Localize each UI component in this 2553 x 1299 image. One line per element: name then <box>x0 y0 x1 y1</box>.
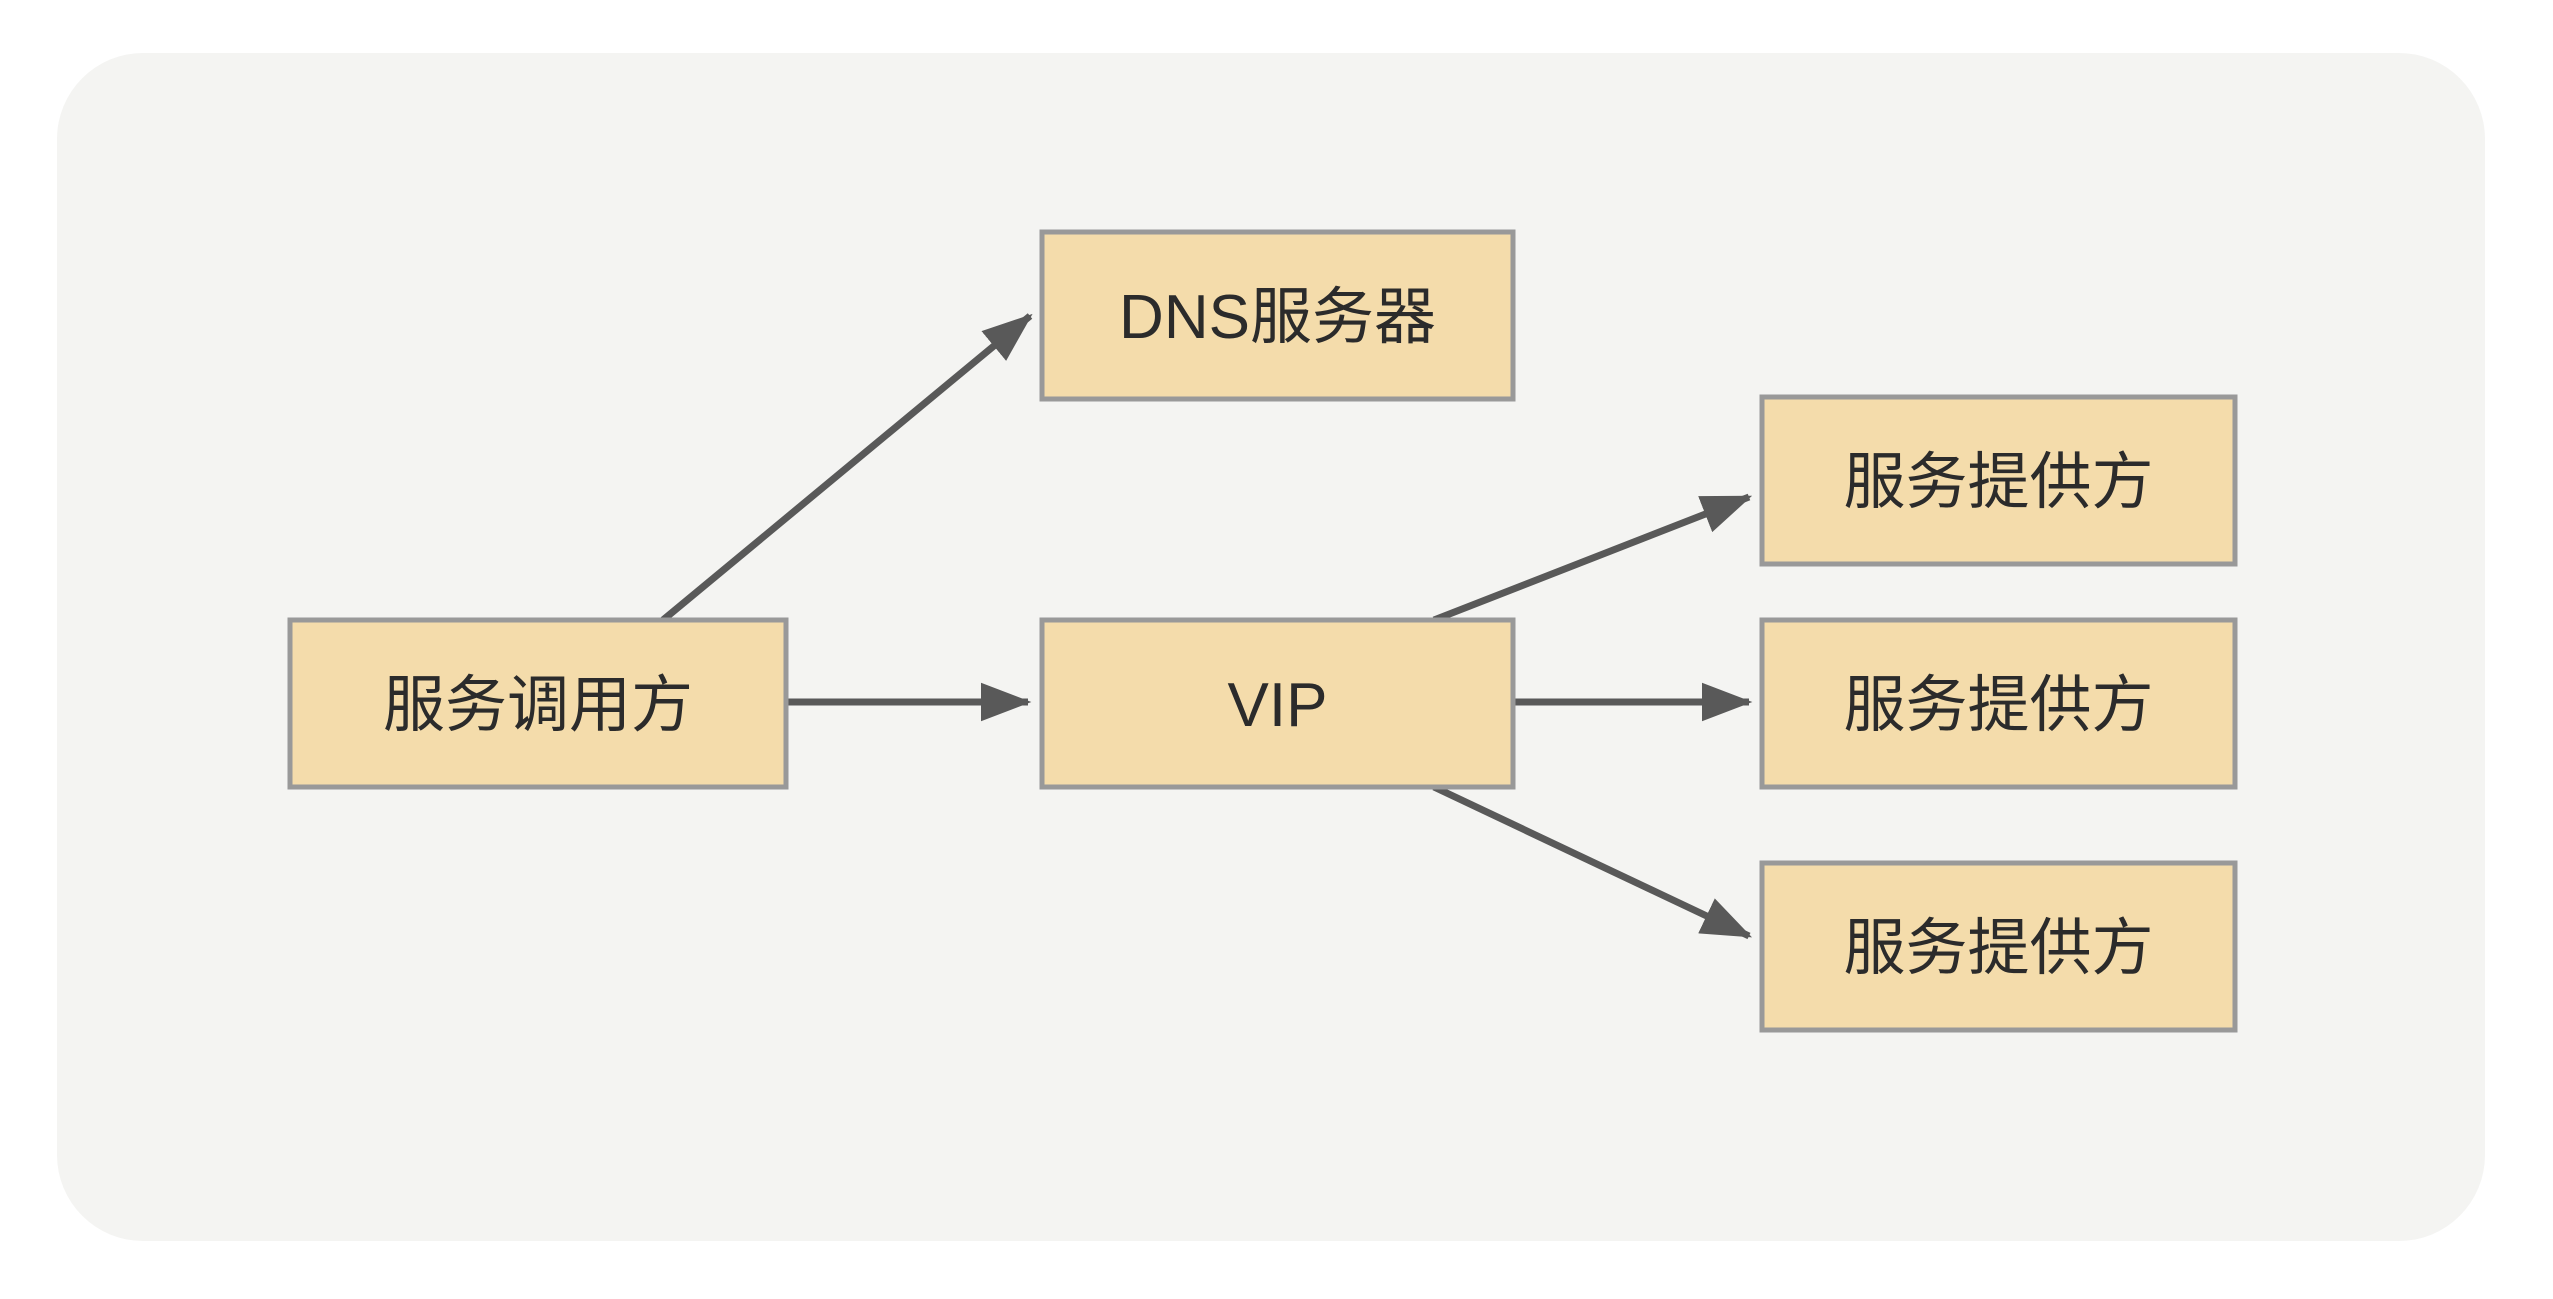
node-vip-label: VIP <box>1228 671 1328 740</box>
node-service-caller[interactable]: 服务调用方 <box>287 617 789 790</box>
node-provider2-label: 服务提供方 <box>1843 671 2153 740</box>
edges-layer <box>660 313 1753 940</box>
node-service-provider-1[interactable]: 服务提供方 <box>1759 394 2238 567</box>
edge-vip-to-provider3 <box>1432 783 1753 940</box>
node-provider2-rect[interactable] <box>1759 617 2238 790</box>
node-vip[interactable]: VIP <box>1039 617 1516 790</box>
node-service-provider-3[interactable]: 服务提供方 <box>1759 860 2238 1033</box>
node-dns-label: DNS服务器 <box>1119 283 1436 352</box>
node-provider3-label: 服务提供方 <box>1843 914 2153 983</box>
node-provider3-rect[interactable] <box>1759 860 2238 1033</box>
node-caller-label: 服务调用方 <box>383 671 693 740</box>
node-vip-rect[interactable] <box>1039 617 1516 790</box>
edge-caller-to-dns <box>660 313 1033 623</box>
node-provider1-label: 服务提供方 <box>1843 448 2153 517</box>
node-dns-rect[interactable] <box>1039 229 1516 402</box>
node-caller-rect[interactable] <box>287 617 789 790</box>
edge-vip-to-provider1 <box>1432 493 1753 624</box>
nodes-layer: 服务调用方 DNS服务器 VIP 服务提供方 服务提供方 服务提供方 <box>287 229 2238 1033</box>
node-provider1-rect[interactable] <box>1759 394 2238 567</box>
node-service-provider-2[interactable]: 服务提供方 <box>1759 617 2238 790</box>
node-dns-server[interactable]: DNS服务器 <box>1039 229 1516 402</box>
